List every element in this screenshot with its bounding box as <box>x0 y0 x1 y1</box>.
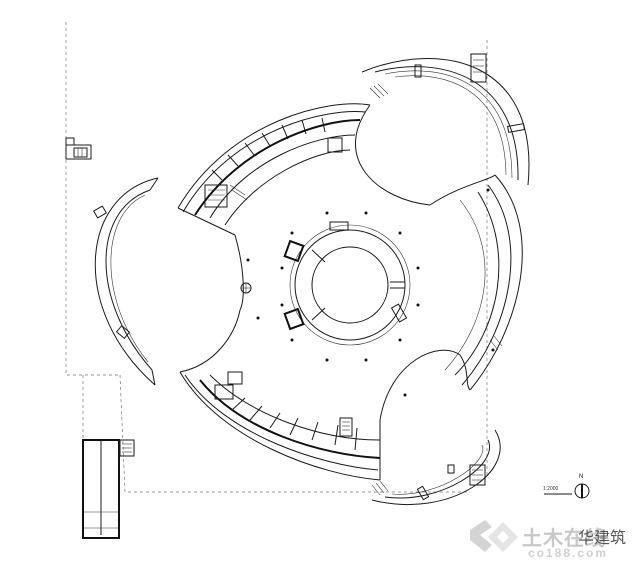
central-rotunda <box>283 221 411 346</box>
watermark: 土木在线 华建筑 co188.com <box>450 520 640 565</box>
canopy-southeast <box>371 429 501 505</box>
scale-label: 1:2000 <box>543 486 559 492</box>
canopy-northeast <box>361 53 530 186</box>
watermark-brand-en: co188.com <box>528 546 609 560</box>
north-arrow <box>574 483 590 499</box>
main-building <box>177 83 523 496</box>
watermark-logo-icon <box>470 520 518 552</box>
rooms-northwest <box>204 117 343 208</box>
entry-stairs <box>369 83 503 496</box>
site-boundary <box>65 22 488 493</box>
north-arrow-label: N <box>579 474 584 480</box>
watermark-overlay-cn: 华建筑 <box>578 530 627 547</box>
stair-block-left <box>65 137 92 160</box>
structural-columns <box>246 188 495 397</box>
rooms-south <box>214 371 358 451</box>
canopy-west <box>92 177 159 386</box>
annex-building <box>82 375 135 539</box>
watermark-brand-cn: 土木在线 <box>522 528 606 550</box>
